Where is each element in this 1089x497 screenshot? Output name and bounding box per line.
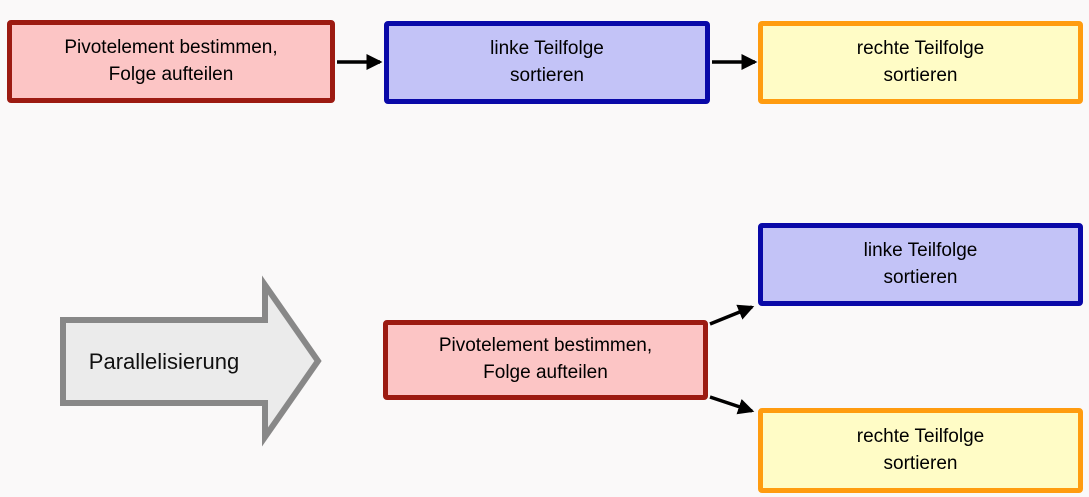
parallel-pivot-label: Pivotelement bestimmen, Folge aufteilen	[438, 335, 653, 383]
parallel-right-subsequence-label: rechte Teilfolge sortieren	[856, 425, 985, 474]
sequential-right-subsequence-box: rechte Teilfolge sortieren	[758, 21, 1083, 104]
sequential-pivot-label: Pivotelement bestimmen, Folge aufteilen	[64, 36, 278, 85]
parallel-left-subsequence-box: linke Teilfolge sortieren	[758, 223, 1083, 306]
sequential-right-subsequence-label: rechte Teilfolge sortieren	[856, 37, 985, 86]
parallelization-arrow-label: Parallelisierung	[88, 348, 240, 374]
arrow-branch-down-icon	[709, 395, 755, 415]
parallel-pivot-box: Pivotelement bestimmen, Folge aufteilen	[383, 320, 708, 400]
sequential-pivot-box: Pivotelement bestimmen, Folge aufteilen	[7, 20, 335, 103]
arrow-branch-up-icon	[709, 304, 755, 326]
parallel-left-subsequence-label: linke Teilfolge sortieren	[863, 239, 978, 288]
sequential-left-subsequence-box: linke Teilfolge sortieren	[384, 21, 710, 104]
parallel-right-subsequence-box: rechte Teilfolge sortieren	[758, 408, 1083, 493]
sequential-left-subsequence-label: linke Teilfolge sortieren	[490, 37, 604, 86]
